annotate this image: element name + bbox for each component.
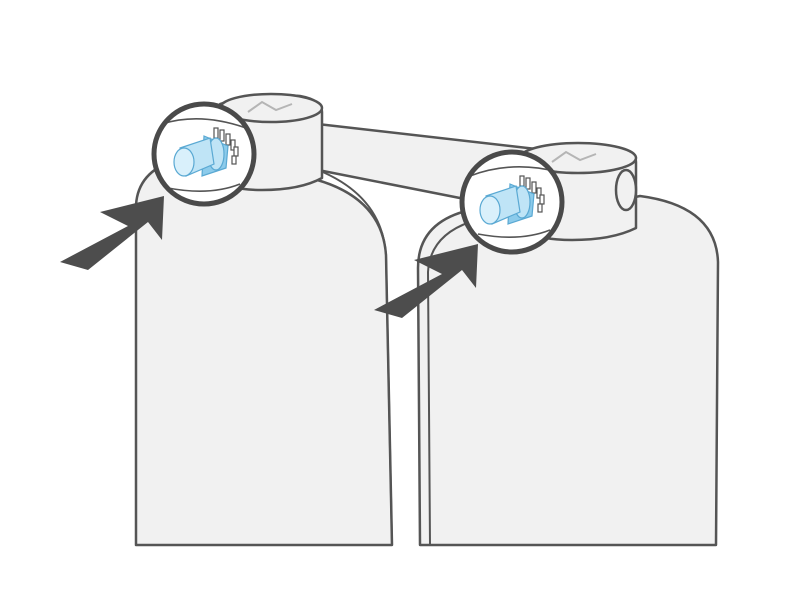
right-blue-filter-nozzle-icon — [479, 183, 535, 225]
handle-inner-line — [317, 169, 393, 546]
right-cap-side-port — [614, 168, 638, 212]
left-tank-body — [134, 158, 394, 547]
right-tank-inner-edge — [426, 221, 471, 546]
right-insert-arrow — [374, 244, 478, 318]
left-cap-arrow-mark-icon — [247, 100, 293, 113]
left-blue-filter-nozzle-icon — [173, 135, 229, 177]
left-callout-ring — [151, 101, 257, 207]
right-tank-body — [416, 194, 720, 547]
arrow-up-right-icon — [374, 244, 478, 318]
left-tank — [134, 158, 394, 547]
right-cap-arrow-mark-icon — [551, 150, 597, 163]
arrow-up-right-icon — [60, 196, 164, 270]
left-insert-arrow — [60, 196, 164, 270]
right-tank — [416, 194, 720, 547]
right-callout-ring — [459, 149, 565, 255]
right-filter-connector-callout — [459, 149, 565, 255]
left-filter-connector-callout — [151, 101, 257, 207]
